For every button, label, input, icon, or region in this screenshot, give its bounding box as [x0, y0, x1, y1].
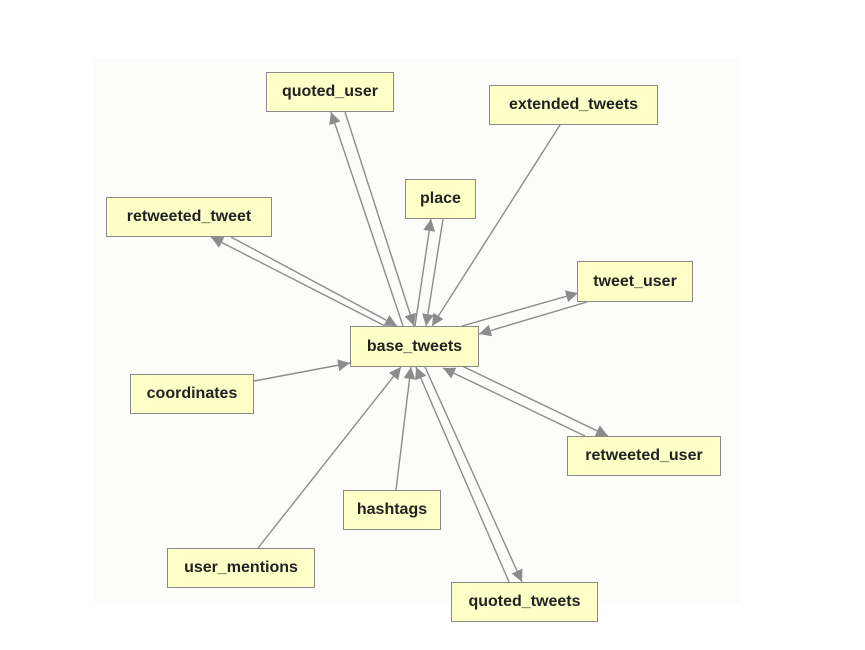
edge-extended_tweets-to-base_tweets [431, 124, 561, 327]
edge-base_tweets-to-quoted_tweets [424, 366, 523, 583]
edge-hashtags-to-base_tweets [395, 366, 416, 491]
edge-base_tweets-to-place [414, 218, 436, 327]
edge-quoted_user-to-base_tweets [344, 111, 417, 327]
node-user-mentions[interactable]: user_mentions [167, 548, 315, 588]
node-quoted-tweets[interactable]: quoted_tweets [451, 582, 598, 622]
node-coordinates[interactable]: coordinates [130, 374, 254, 414]
node-hashtags[interactable]: hashtags [343, 490, 441, 530]
edge-base_tweets-to-quoted_user [329, 111, 404, 327]
edge-user_mentions-to-base_tweets [257, 366, 402, 549]
node-quoted-user[interactable]: quoted_user [266, 72, 394, 112]
edge-base_tweets-to-retweeted_tweet [210, 236, 386, 327]
node-base-tweets[interactable]: base_tweets [350, 326, 479, 367]
edge-quoted_tweets-to-base_tweets [415, 366, 510, 583]
node-extended-tweets[interactable]: extended_tweets [489, 85, 658, 125]
edge-base_tweets-to-tweet_user [461, 290, 579, 327]
edge-place-to-base_tweets [421, 218, 444, 327]
node-retweeted-tweet[interactable]: retweeted_tweet [106, 197, 272, 237]
edge-base_tweets-to-retweeted_user [461, 365, 609, 437]
edge-coordinates-to-base_tweets [253, 359, 351, 382]
node-place[interactable]: place [405, 179, 476, 219]
edge-retweeted_tweet-to-base_tweets [230, 236, 398, 327]
node-retweeted-user[interactable]: retweeted_user [567, 436, 721, 476]
node-tweet-user[interactable]: tweet_user [577, 261, 693, 302]
edge-retweeted_user-to-base_tweets [442, 367, 586, 437]
edge-tweet_user-to-base_tweets [478, 301, 588, 337]
